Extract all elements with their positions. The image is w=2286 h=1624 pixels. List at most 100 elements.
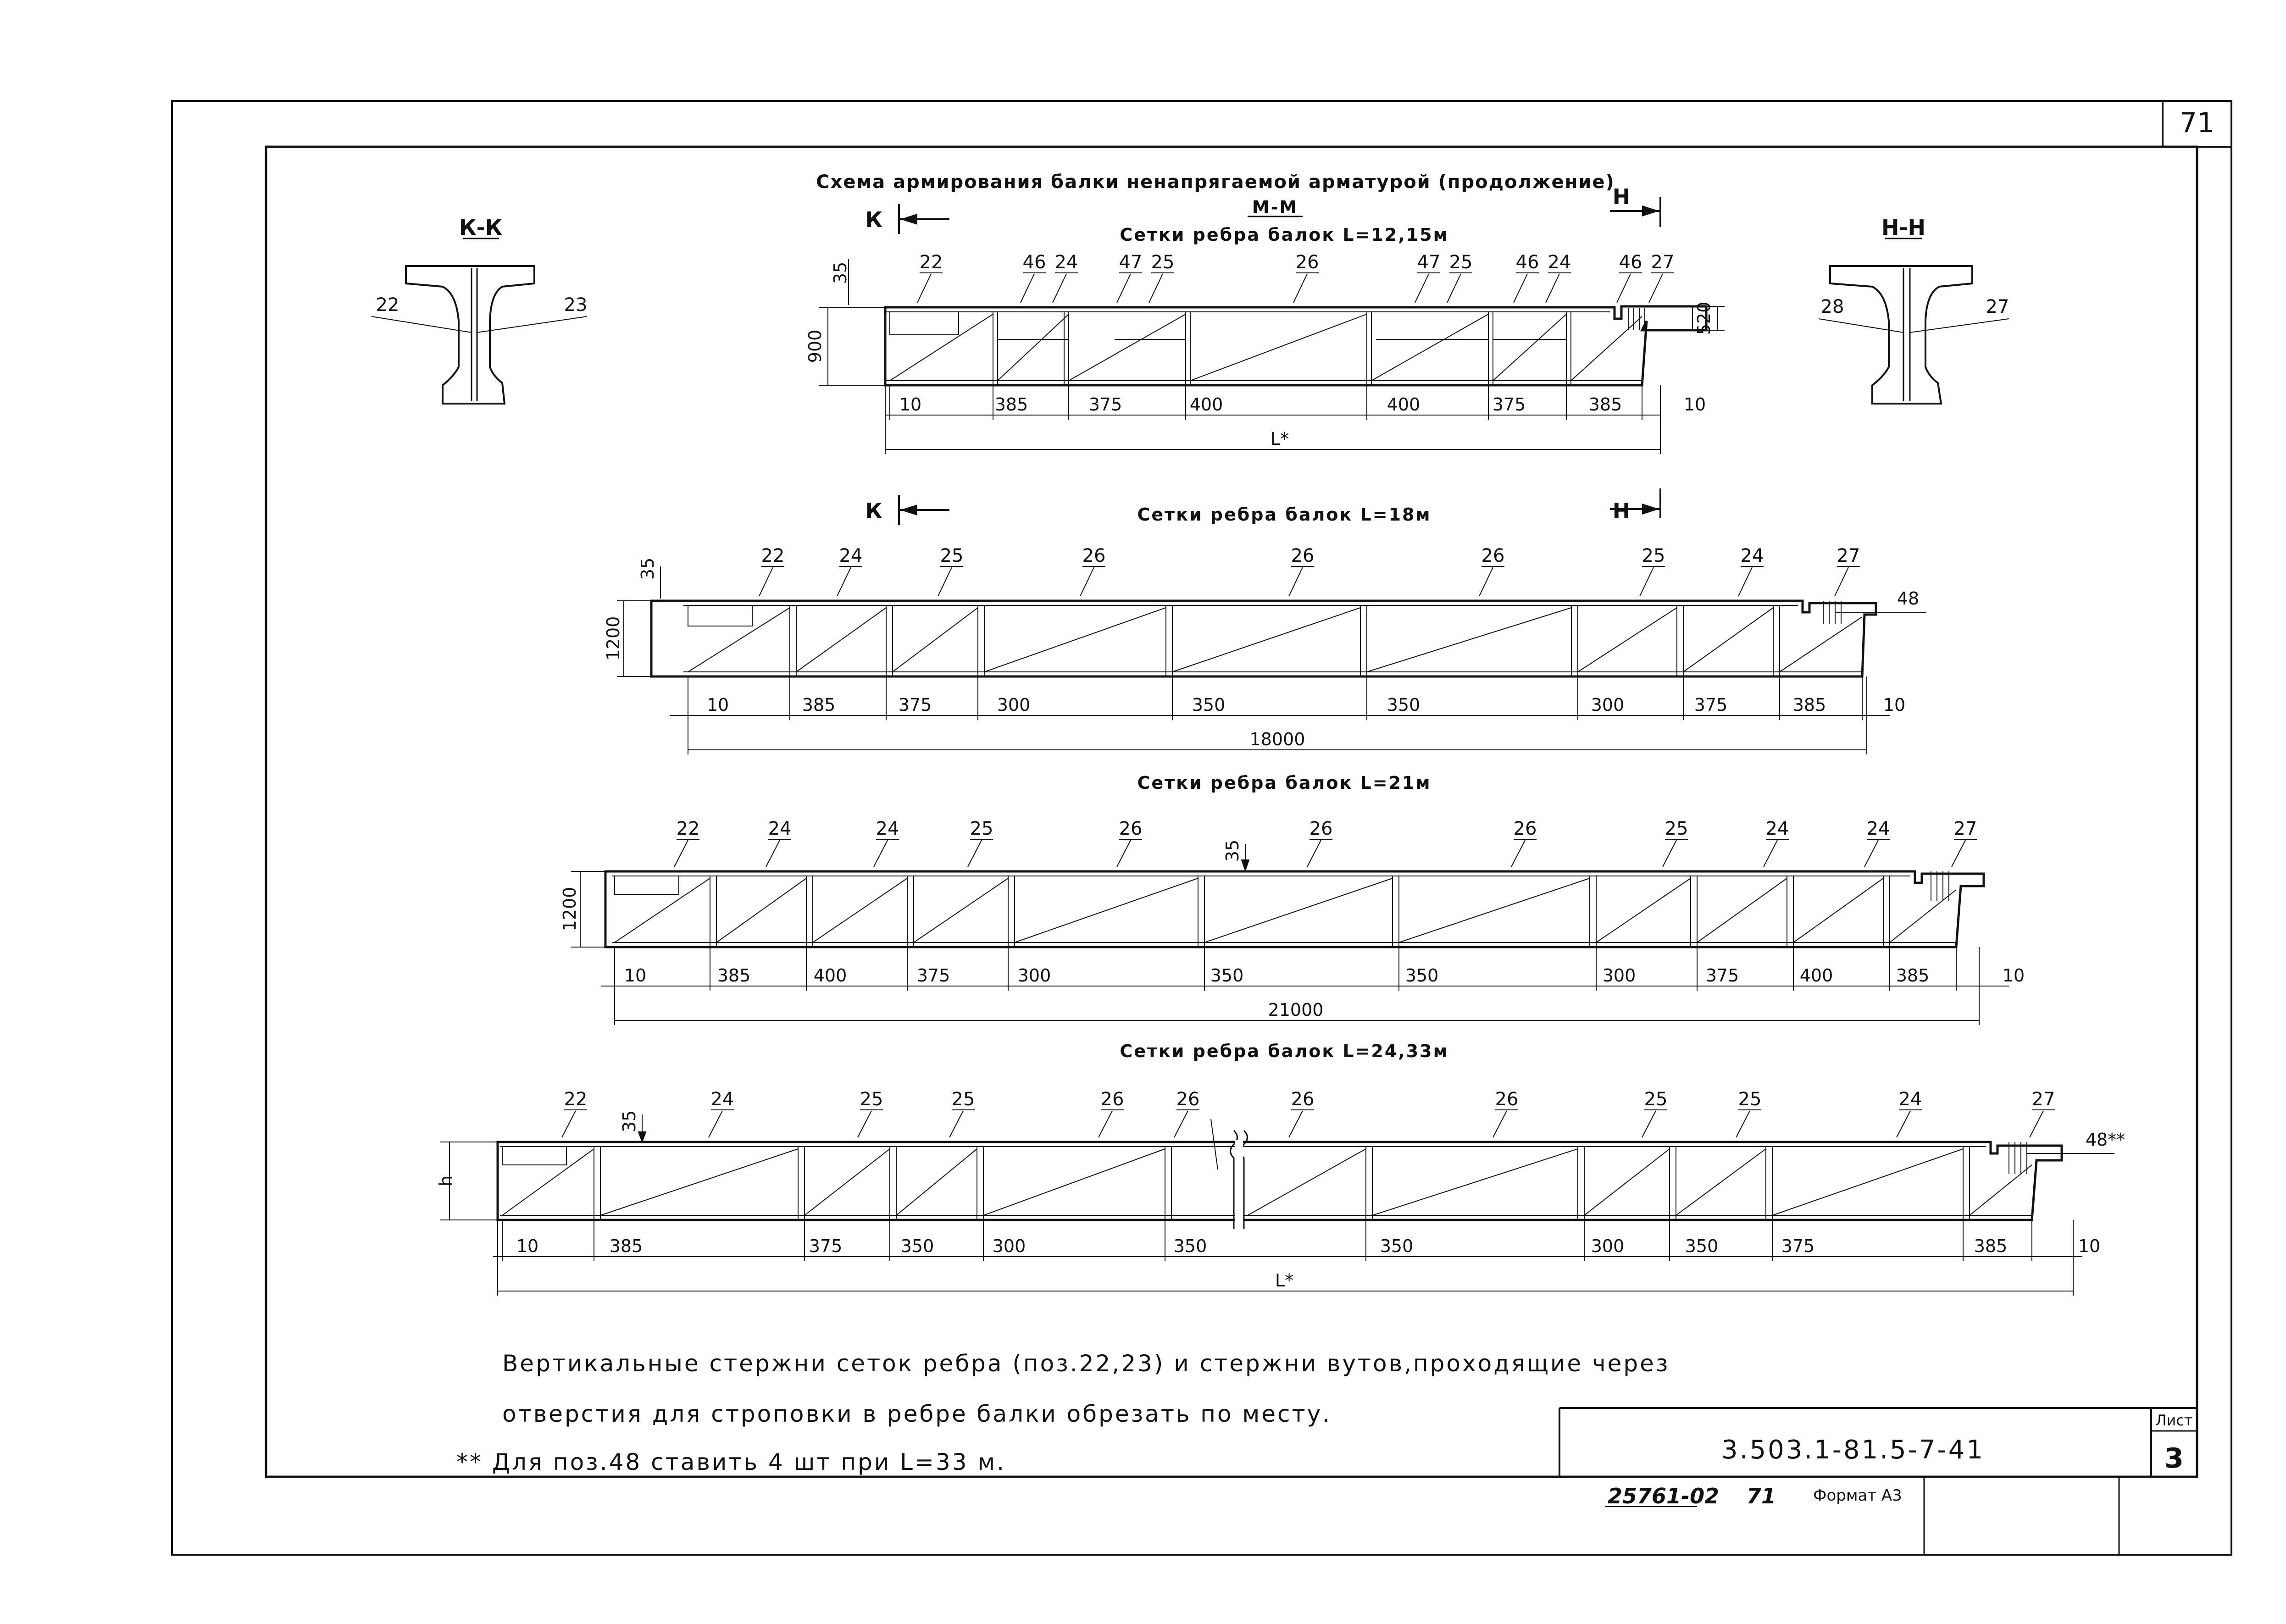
- beam1-end_height-label: 520: [1694, 302, 1714, 335]
- beam4-position-label: 25: [1738, 1089, 1762, 1110]
- drawing-title: Схема армирования балки ненапрягаемой ар…: [816, 172, 1615, 193]
- beam4-dim-label: 300: [1591, 1236, 1625, 1256]
- beam1-position-label: 47: [1119, 252, 1143, 273]
- beam3-position-label: 22: [677, 818, 700, 839]
- beam3-dim-label: 350: [1210, 965, 1244, 986]
- beam4-position-label: 24: [1899, 1089, 1922, 1110]
- beam3-dim-label: 385: [1896, 965, 1930, 986]
- beam3-position-label: 24: [876, 818, 899, 839]
- beam3-position-label: 24: [1867, 818, 1890, 839]
- beam4-position-label: 22: [564, 1089, 588, 1110]
- beam2-dim-label: 300: [997, 695, 1031, 715]
- beam4-position-label: 26: [1176, 1089, 1200, 1110]
- beam2-position-label: 26: [1481, 545, 1505, 566]
- beam1-position-label: 24: [1548, 252, 1571, 273]
- section-kk-pos-left: 22: [376, 294, 399, 316]
- title-block: [1559, 1407, 2197, 1555]
- beam3-dim-label: 375: [917, 965, 950, 986]
- beam1-position-label: 25: [1151, 252, 1175, 273]
- mesh-title-21: Сетки ребра балок L=21м: [1137, 773, 1431, 793]
- mesh-title-18: Сетки ребра балок L=18м: [1137, 504, 1431, 525]
- beam4-position-label: 27: [2032, 1089, 2055, 1110]
- beam2-position-label: 26: [1291, 545, 1315, 566]
- beam3-dim-label: 375: [1706, 965, 1739, 986]
- beam4-dim-label: 350: [1685, 1236, 1719, 1256]
- beam3-dim-label: 385: [717, 965, 751, 986]
- beam1-position-label: 47: [1417, 252, 1441, 273]
- archive-number: 25761-02: [1608, 1484, 1719, 1508]
- beam2-dim-label: 350: [1387, 695, 1420, 715]
- beam1-length-label: L*: [1271, 429, 1289, 449]
- beam2-position-label: 22: [761, 545, 785, 566]
- beam4-dim-label: 10: [516, 1236, 538, 1256]
- beam1-dim-label: 10: [1684, 394, 1706, 415]
- beam1-dim-label: 375: [1089, 394, 1122, 415]
- mesh-title-24-33: Сетки ребра балок L=24,33м: [1120, 1041, 1448, 1061]
- beam1-dim-label: 10: [899, 394, 921, 415]
- section-nn-pos-right: 27: [1986, 296, 2009, 317]
- beam4-dim-label: 385: [610, 1236, 643, 1256]
- beam2-top-cover-label: 35: [638, 558, 658, 580]
- beam4-position-label: 25: [860, 1089, 883, 1110]
- beam1-position-label: 26: [1296, 252, 1319, 273]
- section-kk-label: К-К: [459, 215, 502, 240]
- beam1-dim-label: 385: [1589, 394, 1622, 415]
- beam3-position-label: 25: [970, 818, 993, 839]
- beam-mesh-21: [571, 844, 2009, 1025]
- beam4-position-label: 26: [1291, 1089, 1315, 1110]
- beam1-position-label: 24: [1055, 252, 1078, 273]
- beam2-dim-label: 300: [1591, 695, 1625, 715]
- section-kk: К-К 22 23: [371, 215, 587, 405]
- beam3-dim-label: 400: [1800, 965, 1833, 986]
- beam2-dim-label: 375: [899, 695, 932, 715]
- beam3-position-label: 27: [1954, 818, 1977, 839]
- beam3-length-label: 21000: [1268, 1000, 1324, 1020]
- beam2-height-label: 1200: [603, 616, 623, 661]
- note-line-1: Вертикальные стержни сеток ребра (поз.22…: [502, 1350, 1670, 1377]
- cut-mm-label: М-М: [1252, 197, 1298, 217]
- beam3-position-label: 25: [1665, 818, 1688, 839]
- beam3-dim-label: 10: [624, 965, 646, 986]
- cut-k-bottom: К: [865, 499, 882, 523]
- beam2-dim-label: 385: [1793, 695, 1826, 715]
- beam1-dim-label: 400: [1190, 394, 1223, 415]
- beam4-dim-label: 375: [809, 1236, 843, 1256]
- beam3-position-label: 26: [1309, 818, 1333, 839]
- beam4-dim-label: 300: [993, 1236, 1026, 1256]
- section-nn: Н-Н 28 27: [1818, 215, 2009, 405]
- beam3-height-label: 1200: [560, 887, 580, 931]
- beam4-dim-label: 375: [1781, 1236, 1815, 1256]
- beam2-dim-label: 375: [1694, 695, 1728, 715]
- beam-mesh-24-33: [440, 1114, 2114, 1296]
- beam2-position-label: 27: [1837, 545, 1860, 566]
- beam2-dim-label: 385: [802, 695, 836, 715]
- beam1-height-label: 900: [805, 330, 825, 363]
- sheet-label: Лист: [2155, 1412, 2192, 1429]
- beam1-dim-label: 375: [1493, 394, 1526, 415]
- beam4-position-label: 26: [1495, 1089, 1519, 1110]
- beam3-dim-label: 300: [1603, 965, 1636, 986]
- beam1-dim-label: 400: [1387, 394, 1420, 415]
- beam2-position-label: 26: [1082, 545, 1106, 566]
- beam3-position-label: 24: [768, 818, 792, 839]
- archive-page: 71: [1747, 1484, 1776, 1508]
- beam3-position-label: 24: [1766, 818, 1789, 839]
- cut-k-top: К: [865, 207, 882, 232]
- beam2-position-label: 25: [940, 545, 964, 566]
- beam2-dim-label: 10: [1883, 695, 1905, 715]
- beam4-top-cover-label: 35: [619, 1110, 639, 1132]
- beam2-dim-label: 10: [707, 695, 729, 715]
- document-code: 3.503.1-81.5-7-41: [1721, 1435, 1985, 1465]
- beam4-length-label: L*: [1275, 1270, 1293, 1291]
- section-nn-label: Н-Н: [1881, 215, 1925, 240]
- beam3-dim-label: 300: [1018, 965, 1051, 986]
- beam4-position-label: 26: [1101, 1089, 1124, 1110]
- mesh-title-12-15: Сетки ребра балок L=12,15м: [1120, 225, 1448, 245]
- beam2-position-label: 24: [839, 545, 863, 566]
- format-label: Формат А3: [1813, 1486, 1902, 1505]
- beam4-pos48-label: 48**: [2086, 1130, 2125, 1150]
- beam3-dim-label: 10: [2003, 965, 2025, 986]
- beam2-dim-label: 350: [1192, 695, 1226, 715]
